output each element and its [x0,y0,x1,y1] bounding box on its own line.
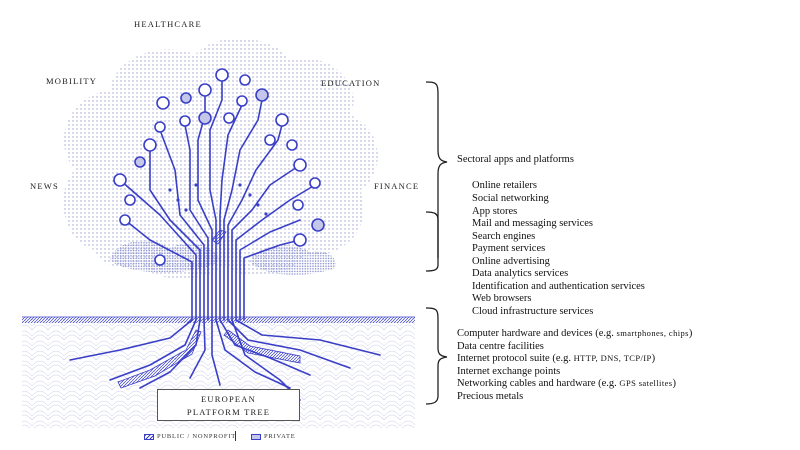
legend-private: PRIVATE [251,433,296,440]
service-item: Cloud infrastructure services [472,306,594,317]
service-item: Data analytics services [472,268,569,279]
service-item: Search engines [472,231,536,242]
service-item: Web browsers [472,293,532,304]
apps-layer-label: Sectoral apps and platforms [457,154,574,165]
title-line-1: EUROPEAN [201,394,256,404]
layer-braces [425,81,448,405]
public-strands [117,229,301,389]
sector-news: NEWS [30,181,59,191]
title-line-2: PLATFORM TREE [186,407,271,417]
service-item: Payment services [472,243,546,254]
sector-finance: FINANCE [374,181,420,191]
infrastructure-item: Data centre facilities [457,341,544,352]
service-item: Social networking [472,193,549,204]
infrastructure-item: Computer hardware and devices (e.g. smar… [457,328,693,339]
service-item: Online advertising [472,256,550,267]
infrastructure-item: Internet exchange points [457,366,561,377]
legend-private-swatch [251,433,261,440]
legend-public: PUBLIC / NONPROFIT [144,433,236,440]
branch-nodes [113,68,325,266]
sector-mobility: MOBILITY [46,76,98,86]
infrastructure-item: Networking cables and hardware (e.g. GPS… [457,378,676,389]
legend-public-swatch [144,433,154,440]
infrastructure-item: Internet protocol suite (e.g. HTTP, DNS,… [457,353,656,364]
sector-education: EDUCATION [321,78,381,88]
service-item: App stores [472,206,518,217]
sector-healthcare: HEALTHCARE [134,19,202,29]
service-item: Mail and messaging services [472,218,594,229]
infrastructure-item: Precious metals [457,391,524,402]
tree-title-box: EUROPEAN PLATFORM TREE [157,389,300,421]
legend-separator [235,431,236,441]
service-item: Online retailers [472,180,538,191]
small-dots [168,183,268,216]
service-item: Identification and authentication servic… [472,281,645,292]
